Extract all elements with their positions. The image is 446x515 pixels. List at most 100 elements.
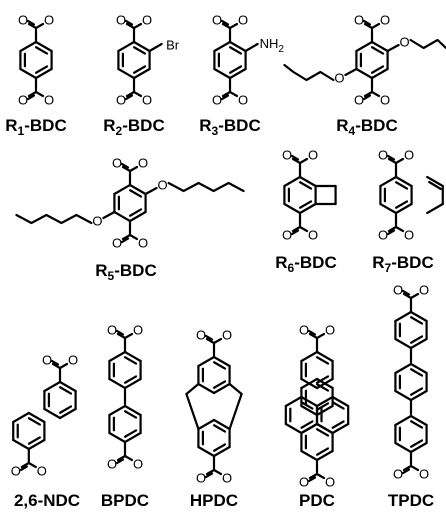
oxygen-label: O <box>68 353 78 368</box>
carboxyl-bond <box>34 90 45 98</box>
ring-bond <box>27 411 46 424</box>
ring-bond <box>355 67 374 80</box>
ring-bond <box>394 175 413 188</box>
ring-double-bond <box>132 46 147 55</box>
carboxyl-bond <box>409 292 420 300</box>
ring-bond <box>108 431 127 444</box>
carbonyl-bond <box>290 154 300 161</box>
carbonyl-bond <box>51 362 62 370</box>
carbonyl-bond <box>120 237 130 244</box>
ring-double-bond <box>315 375 330 384</box>
ring-bond <box>197 445 216 458</box>
oxygen-label: O <box>107 323 117 338</box>
ring-bond <box>315 395 334 408</box>
ring-double-bond <box>370 65 385 74</box>
carboxyl-bond <box>228 22 239 30</box>
oxygen-label: O <box>380 93 390 108</box>
oxygen-label: O <box>44 93 54 108</box>
ethylene-bridge <box>185 392 200 431</box>
carboxyl-bond <box>123 454 134 462</box>
carbonyl-bond <box>20 461 30 469</box>
ring-double-bond <box>128 189 143 198</box>
ring-bond <box>379 202 398 215</box>
label-r2-bdc: R2-BDC <box>103 116 164 138</box>
ring-double-bond <box>298 181 313 190</box>
carbonyl-bond <box>291 157 302 165</box>
carbonyl-bond <box>220 94 230 101</box>
ring-double-bond <box>315 383 330 392</box>
carboxyl-bond <box>228 90 239 98</box>
oxygen-label: O <box>354 13 364 28</box>
ring-double-bond <box>315 447 330 456</box>
carboxyl-bond <box>315 332 326 340</box>
oxygen-label: O <box>138 156 148 171</box>
label-pdc: PDC <box>299 491 335 510</box>
ring-double-bond <box>394 181 409 190</box>
ring-bond <box>331 395 350 408</box>
ring-bond <box>315 404 334 417</box>
ring-bond <box>300 449 319 462</box>
ring-bond <box>197 382 216 395</box>
oxygen-label: O <box>282 228 292 243</box>
ring-bond <box>123 431 142 444</box>
ring-bond <box>212 445 231 458</box>
oxygen-label: O <box>308 228 318 243</box>
ring-double-bond <box>315 402 330 411</box>
ring-bond <box>228 67 247 80</box>
ring-double-bond <box>331 420 345 429</box>
oxygen-label: O <box>380 13 390 28</box>
label-r5-bdc: R5-BDC <box>95 261 156 283</box>
oxygen-label: O <box>142 93 152 108</box>
ring-double-bond <box>123 429 138 438</box>
oxygen-label: O <box>400 35 410 50</box>
carbonyl-bond <box>116 454 127 462</box>
carbonyl-bond <box>220 19 230 26</box>
oxygen-label: O <box>112 156 122 171</box>
carbonyl-bond <box>125 22 136 30</box>
carbonyl-bond <box>19 465 28 472</box>
ring-bond <box>132 67 151 80</box>
carboxyl-bond <box>394 157 405 165</box>
label-bpdc: BPDC <box>101 491 149 510</box>
carbonyl-bond <box>401 289 411 296</box>
ring-bond <box>283 175 302 188</box>
carbonyl-bond <box>387 225 398 233</box>
label-2-6-ndc: 2,6-NDC <box>14 491 80 510</box>
carboxyl-bond <box>128 233 139 241</box>
carbonyl-bond <box>26 19 36 26</box>
pentyl-chain <box>167 181 245 193</box>
ring-bond <box>409 310 428 323</box>
oxygen-label: O <box>393 467 403 482</box>
ring-bond <box>213 67 232 80</box>
ring-bond <box>228 40 247 53</box>
ring-bond <box>213 40 232 53</box>
carboxyl-bond <box>27 461 37 469</box>
oxygen-label: O <box>116 93 126 108</box>
oxygen-label: O <box>238 13 248 28</box>
carbonyl-bond <box>308 472 319 480</box>
ring-double-bond <box>132 65 147 74</box>
carbonyl-bond <box>121 233 132 241</box>
label-r3-bdc: R3-BDC <box>199 116 260 138</box>
bond-drawings <box>12 19 446 483</box>
ring-double-bond <box>228 65 243 74</box>
ring-double-bond <box>123 410 138 419</box>
ring-bond <box>394 202 413 215</box>
carbonyl-bond <box>115 329 125 336</box>
carbonyl-bond <box>27 90 38 98</box>
ring-bond <box>298 202 317 215</box>
carboxyl-bond <box>58 362 69 370</box>
ring-double-bond <box>394 200 409 209</box>
ring-bond <box>12 411 30 424</box>
ring-bond <box>315 350 334 363</box>
ring-bond <box>19 40 38 53</box>
ring-bond <box>128 183 147 196</box>
oxygen-label: O <box>334 71 344 86</box>
ring-bond <box>128 210 147 223</box>
ring-bond <box>394 337 413 350</box>
oxygen-label: O <box>133 323 143 338</box>
carbonyl-bond <box>26 94 36 101</box>
carbonyl-bond <box>50 359 60 366</box>
propyl-chain <box>283 63 335 82</box>
